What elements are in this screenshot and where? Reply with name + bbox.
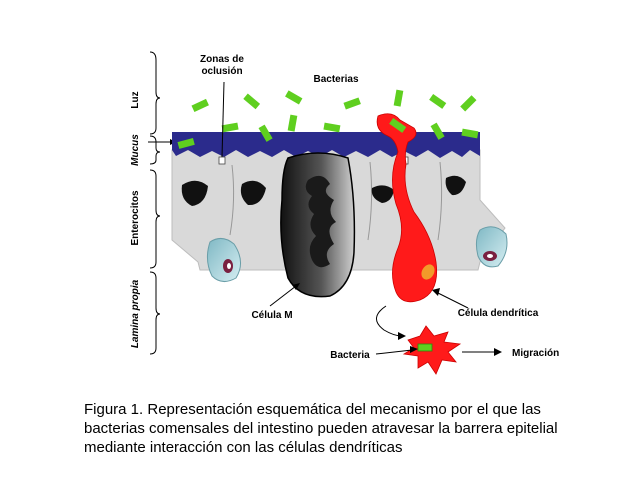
- layer-label-enterocitos: Enterocitos: [130, 190, 141, 245]
- bacterium: [177, 138, 195, 149]
- bacterium: [285, 90, 303, 105]
- engulfed-bacterium: [417, 343, 433, 352]
- bacterium: [258, 124, 273, 142]
- bacterium: [243, 93, 261, 110]
- migracion-arrow-head: [494, 348, 502, 356]
- layer-label-mucus: Mucus: [130, 134, 141, 166]
- bacterium: [461, 128, 479, 139]
- bacterium: [460, 95, 477, 112]
- lymphocyte-right: [475, 226, 508, 268]
- layer-label-lamina-propia: Lamina propia: [130, 279, 141, 348]
- migration-curve-arrow: [376, 305, 403, 337]
- dendritic-cell-epithelial: [376, 113, 438, 303]
- bacteria-arrow: [375, 349, 413, 355]
- zonas-pointer: [221, 81, 225, 158]
- bacterium: [393, 89, 404, 107]
- migration-curve-arrow-head: [398, 332, 406, 340]
- bacterium: [221, 122, 239, 133]
- dendritica-arrow-head: [432, 288, 440, 296]
- bacterium: [429, 93, 447, 109]
- dendritic-nucleus: [421, 264, 435, 280]
- dendritica-arrow: [435, 291, 469, 309]
- layer-label-luz: Luz: [130, 91, 141, 108]
- label-bacterias: Bacterias: [313, 74, 358, 85]
- nucleus: [445, 175, 466, 196]
- bacterium: [323, 122, 341, 133]
- bacterium: [287, 114, 298, 132]
- nucleus: [371, 185, 394, 203]
- celula-m-arrow: [269, 285, 297, 307]
- bacterium: [343, 97, 361, 110]
- bacteria-arrow-head: [410, 346, 418, 353]
- tight-junction: [218, 156, 226, 165]
- bacteria-group: [177, 89, 479, 149]
- label-celula-dendritica: Célula dendrítica: [458, 308, 539, 319]
- label-zonas-line1: Zonas de: [200, 54, 244, 65]
- cell-boundaries: [229, 161, 443, 241]
- nucleus: [181, 180, 208, 206]
- nucleus: [240, 180, 266, 206]
- label-bacteria: Bacteria: [330, 350, 370, 361]
- label-celula-m: Célula M: [251, 310, 292, 321]
- lymphocyte-left: [206, 238, 241, 282]
- figure-caption-label: Figura 1.: [84, 401, 144, 418]
- figure-caption: Figura 1. Representación esquemática del…: [84, 400, 584, 457]
- figure-caption-text: Representación esquemática del mecanismo…: [84, 401, 558, 456]
- label-migracion: Migración: [512, 348, 559, 359]
- layer-brackets: [149, 51, 161, 355]
- bacterium: [430, 122, 445, 140]
- m-cell-pocket: [305, 175, 336, 268]
- celula-m-arrow-head: [292, 283, 300, 290]
- label-zonas-line2: oclusión: [201, 66, 242, 77]
- intestinal-barrier-diagram: Luz Mucus Enterocitos Lamina propia: [130, 51, 559, 375]
- bacterium: [191, 98, 209, 113]
- m-cell: [280, 152, 356, 298]
- bacterium: [389, 117, 407, 133]
- dendritic-cell-lamina: [402, 325, 462, 375]
